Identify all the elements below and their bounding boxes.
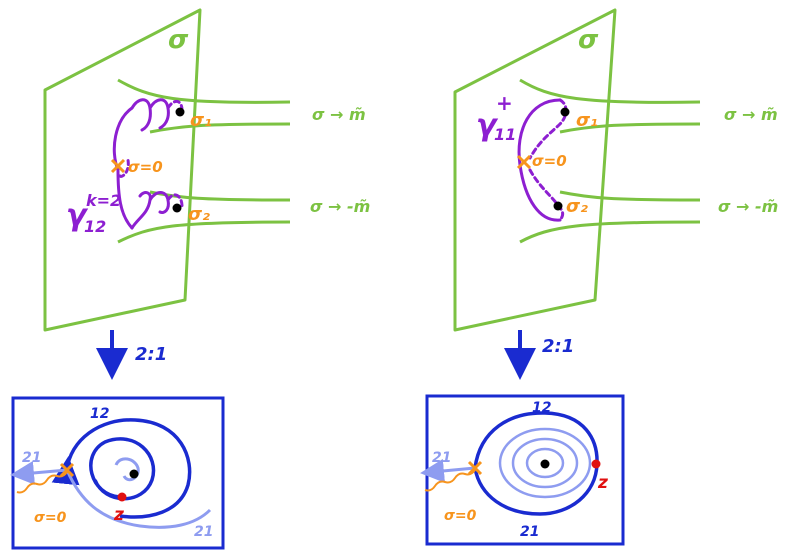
left-tube-bottom-lower xyxy=(117,220,291,244)
right-ellipses xyxy=(498,427,592,499)
left-panel-left-label: 21 xyxy=(22,450,41,466)
left-sheet-outline xyxy=(43,8,202,332)
right-point-sigma2 xyxy=(553,201,563,211)
right-tube-top-lower xyxy=(559,122,701,134)
left-gamma-sup: k=2 xyxy=(86,191,121,210)
left-surface xyxy=(43,8,291,332)
left-panel-z-point xyxy=(117,492,127,502)
right-sigma2-label: σ₂ xyxy=(566,196,588,217)
right-sigma-zero-label: σ=0 xyxy=(532,152,567,170)
left-panel-center xyxy=(129,469,139,479)
right-gamma-sup: + xyxy=(496,91,513,115)
left-gamma-base: γ xyxy=(66,198,89,233)
right-panel-cut-label: σ=0 xyxy=(444,508,477,524)
left-sigma2-label: σ₂ xyxy=(188,204,210,225)
right-gamma-base: γ xyxy=(476,108,499,143)
left-point-sigma2 xyxy=(172,203,182,213)
right-orbit xyxy=(473,411,599,516)
right-tube-top-upper xyxy=(519,78,701,104)
left-sigma-label: σ xyxy=(168,25,189,55)
left-sigma-zero-label: σ=0 xyxy=(128,158,163,176)
right-tube-bottom-lower xyxy=(519,220,701,244)
right-panel-top-label: 12 xyxy=(532,400,551,416)
left-panel-cut-label: σ=0 xyxy=(34,510,67,526)
right-panel-z-label: z xyxy=(597,473,608,493)
right-surface xyxy=(453,8,701,332)
right-tube-bottom-upper xyxy=(559,190,701,202)
left-x-mark xyxy=(110,158,126,174)
left-point-sigma1 xyxy=(175,107,185,117)
right-sigma-label: σ xyxy=(578,25,599,55)
left-tube-top-upper xyxy=(117,78,291,104)
right-gamma-sub: 11 xyxy=(494,125,516,144)
right-tube-top-label: σ → m̃ xyxy=(724,105,778,124)
left-panel-bottom-label: 21 xyxy=(194,524,213,540)
left-tube-top-lower xyxy=(149,122,291,134)
right-point-sigma1 xyxy=(560,107,570,117)
left-tube-bottom-label: σ → -m̃ xyxy=(310,197,370,216)
right-panel-left-label: 21 xyxy=(432,450,451,466)
left-map-label: 2:1 xyxy=(135,344,167,365)
left-gamma-sub: 12 xyxy=(84,217,106,236)
right-sigma1-label: σ₁ xyxy=(576,110,598,131)
right-panel-bottom-label: 21 xyxy=(520,524,539,540)
left-tube-top-label: σ → m̃ xyxy=(312,105,366,124)
right-map-label: 2:1 xyxy=(542,336,574,357)
left-sigma1-label: σ₁ xyxy=(190,110,212,131)
right-panel-z-point xyxy=(591,459,601,469)
left-gamma-path xyxy=(112,98,184,230)
right-sheet-outline xyxy=(453,8,617,332)
left-panel-z-label: z xyxy=(113,505,124,525)
left-panel-top-label: 12 xyxy=(90,406,109,422)
right-panel-center xyxy=(540,459,550,469)
right-tube-bottom-label: σ → -m̃ xyxy=(718,197,778,216)
